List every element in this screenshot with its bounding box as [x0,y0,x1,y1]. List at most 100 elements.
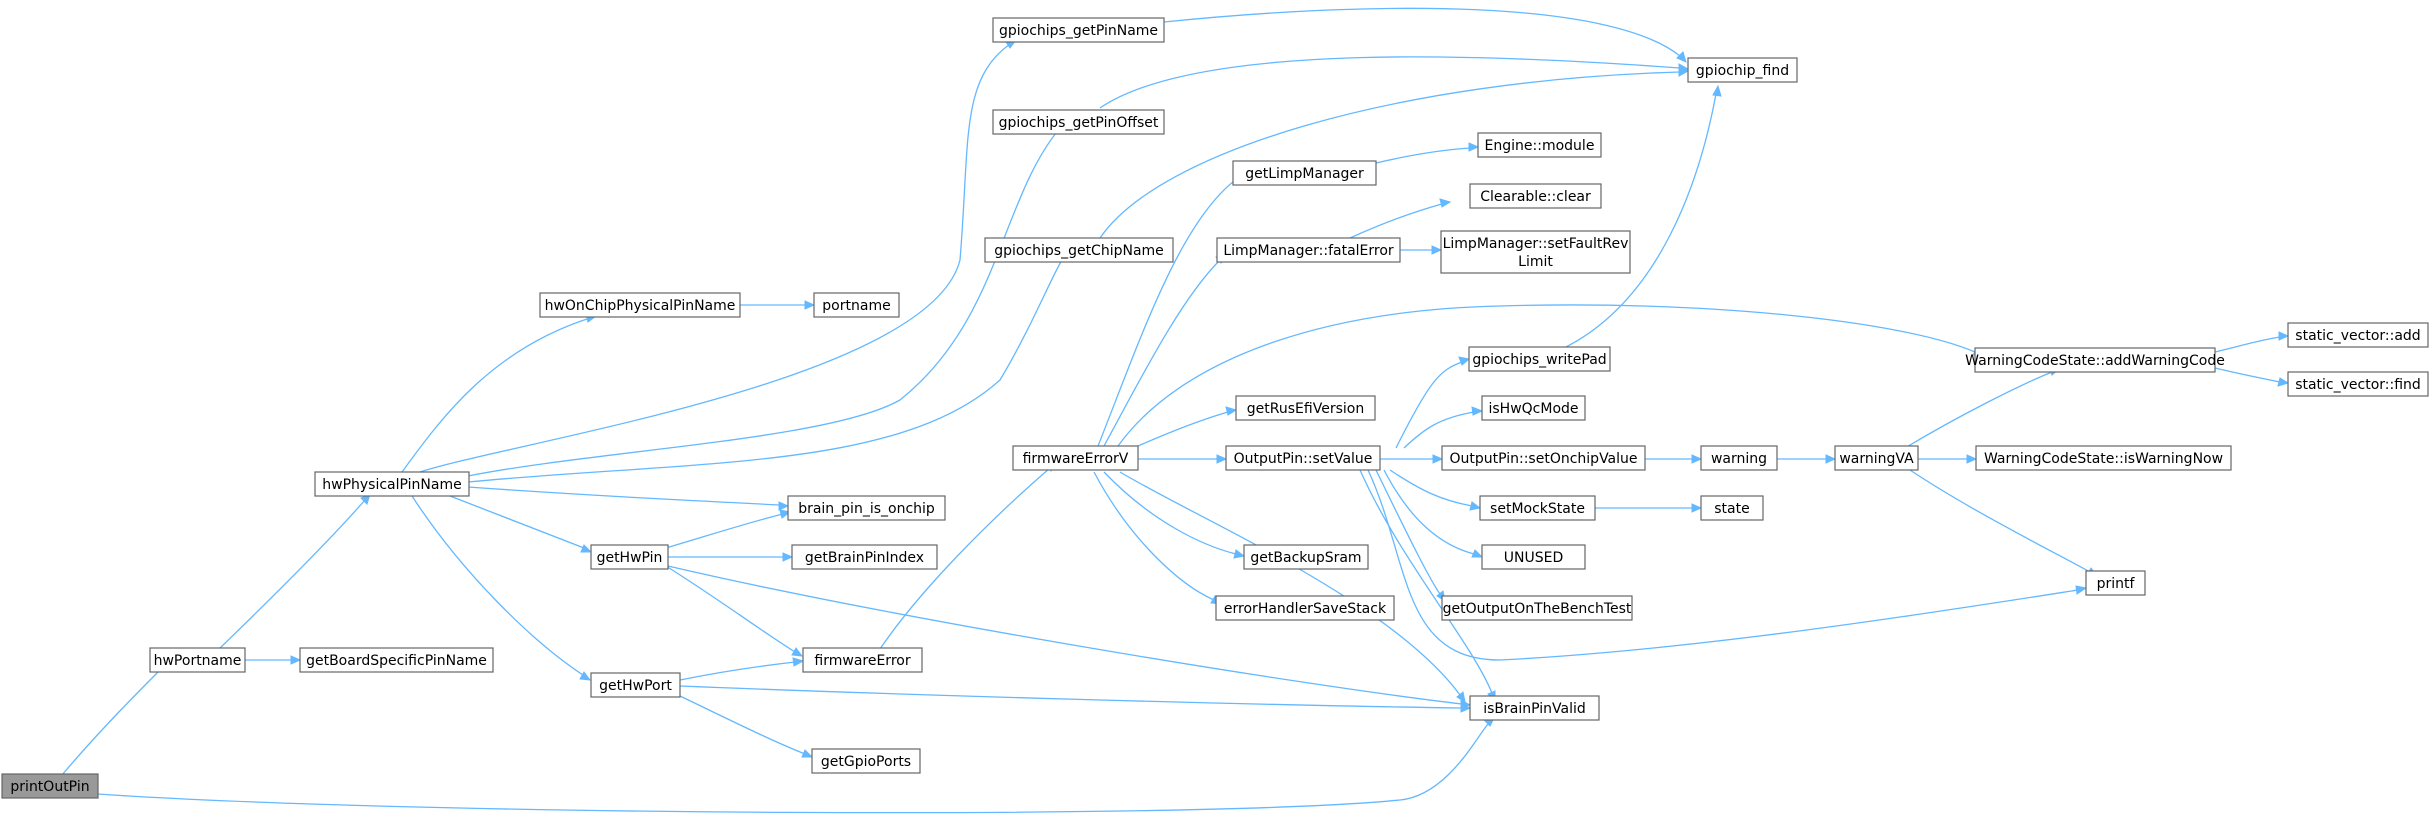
node-label: printOutPin [10,779,89,795]
edge-addWarningCode-static_vector_find [2214,367,2290,387]
node-label: state [1714,501,1749,517]
node-gpiochips_getPinName[interactable]: gpiochips_getPinName [992,17,1165,43]
node-warning[interactable]: warning [1700,445,1778,471]
node-label: OutputPin::setValue [1234,451,1373,467]
node-label: printf [2097,576,2136,592]
edge-OutputPin_setValue-UNUSED [1383,469,1484,558]
node-isHwQcMode[interactable]: isHwQcMode [1481,395,1586,421]
edge-hwOnChipPhysicalPinName-portname [740,300,816,310]
node-label: setMockState [1490,501,1585,517]
node-Clearable_clear[interactable]: Clearable::clear [1469,183,1602,209]
edge-getHwPin-firmwareError [665,565,804,657]
edge-printOutPin-isBrainPinValid [97,715,1497,814]
node-printOutPin[interactable]: printOutPin [1,773,99,799]
edge-getHwPort-isBrainPinValid [679,685,1472,713]
edge-getHwPin-isBrainPinValid [667,565,1472,709]
edge-getHwPin-getBrainPinIndex [668,552,794,562]
node-label: warningVA [1839,451,1914,467]
node-getBrainPinIndex[interactable]: getBrainPinIndex [791,544,938,570]
edge-hwPhysicalPinName-getHwPin [449,495,593,553]
node-WarningCodeState_addWarningCode[interactable]: WarningCodeState::addWarningCode [1965,347,2225,373]
node-label: getOutputOnTheBenchTest [1443,601,1632,617]
node-state[interactable]: state [1700,495,1764,521]
edge-setOnchipValue-warning [1645,454,1703,464]
node-brain_pin_is_onchip[interactable]: brain_pin_is_onchip [787,495,946,521]
node-label: getGpioPorts [821,754,911,770]
node-label: getBackupSram [1250,550,1361,566]
node-OutputPin_setOnchipValue[interactable]: OutputPin::setOnchipValue [1441,445,1646,471]
edge-firmwareErrorV-errorHandlerSaveStack [1093,471,1223,605]
node-label: hwOnChipPhysicalPinName [545,298,736,314]
node-warningVA[interactable]: warningVA [1834,445,1919,471]
node-printf[interactable]: printf [2085,570,2146,596]
node-gpiochips_writePad[interactable]: gpiochips_writePad [1468,346,1611,372]
node-label: firmwareError [814,653,910,669]
edge-printOutPin-hwPortname [61,655,175,776]
node-WarningCodeState_isWarningNow[interactable]: WarningCodeState::isWarningNow [1975,445,2232,471]
node-label: errorHandlerSaveStack [1224,601,1387,617]
edge-hwPhysicalPinName-brain_pin_is_onchip [467,486,790,511]
node-gpiochips_getPinOffset[interactable]: gpiochips_getPinOffset [992,109,1165,135]
node-label: hwPhysicalPinName [322,477,461,493]
node-label: firmwareErrorV [1023,451,1129,467]
node-getBackupSram[interactable]: getBackupSram [1243,544,1369,570]
node-label: getLimpManager [1245,166,1364,182]
node-label: LimpManager::fatalError [1223,243,1394,259]
edge-LimpManager_fatalError-Clearable_clear [1349,198,1452,239]
edge-OutputPin_setValue-isHwQcMode [1403,406,1484,449]
edges [61,7,2290,814]
node-label: getRusEfiVersion [1247,401,1364,417]
node-label: getHwPin [597,550,663,566]
node-errorHandlerSaveStack[interactable]: errorHandlerSaveStack [1215,595,1395,621]
node-label: static_vector::find [2295,377,2421,393]
edge-OutputPin_setValue-setMockState [1389,469,1482,511]
edge-gpiochips_getPinOffset-gpiochip_find [1099,56,1690,109]
node-label: warning [1711,451,1767,467]
edge-getHwPort-firmwareError [679,657,805,681]
node-isBrainPinValid[interactable]: isBrainPinValid [1469,695,1600,721]
edge-gpiochips_getPinName-gpiochip_find [1163,7,1687,63]
edge-LimpManager_fatalError-setFaultRevLimit [1400,245,1443,255]
node-firmwareErrorV[interactable]: firmwareErrorV [1012,445,1139,471]
node-gpiochips_getChipName[interactable]: gpiochips_getChipName [984,237,1174,263]
edge-hwPortname-getBoardSpecificPinName [245,655,302,665]
edge-gpiochips_getChipName-gpiochip_find [1099,67,1690,239]
node-setMockState[interactable]: setMockState [1479,495,1596,521]
node-OutputPin_setValue[interactable]: OutputPin::setValue [1225,445,1381,471]
node-static_vector_add[interactable]: static_vector::add [2287,322,2429,348]
node-getRusEfiVersion[interactable]: getRusEfiVersion [1235,395,1376,421]
edge-hwPortname-hwPhysicalPinName [217,493,371,651]
edge-hwPhysicalPinName-hwOnChipPhysicalPinName [401,313,598,473]
node-label: getBoardSpecificPinName [306,653,487,669]
node-LimpManager_fatalError[interactable]: LimpManager::fatalError [1216,237,1401,263]
node-hwPhysicalPinName[interactable]: hwPhysicalPinName [314,471,470,497]
node-portname[interactable]: portname [813,292,900,318]
edge-hwPhysicalPinName-getHwPort [411,495,592,681]
node-UNUSED[interactable]: UNUSED [1481,544,1586,570]
node-label: gpiochips_getPinOffset [999,115,1159,131]
node-label: brain_pin_is_onchip [798,501,935,517]
node-label: isBrainPinValid [1483,701,1586,717]
node-getLimpManager[interactable]: getLimpManager [1232,160,1377,186]
edge-hwPhysicalPinName-gpiochips_getChipName [467,249,1069,483]
node-getHwPin[interactable]: getHwPin [590,544,669,570]
node-hwPortname[interactable]: hwPortname [149,647,246,673]
node-getHwPort[interactable]: getHwPort [590,672,681,698]
edge-getHwPort-getGpioPorts [679,695,814,758]
node-static_vector_find[interactable]: static_vector::find [2287,371,2429,397]
node-getBoardSpecificPinName[interactable]: getBoardSpecificPinName [299,647,494,673]
node-hwOnChipPhysicalPinName[interactable]: hwOnChipPhysicalPinName [539,292,741,318]
node-firmwareError[interactable]: firmwareError [802,647,923,673]
edge-OutputPin_setValue-printf [1367,469,2088,661]
node-label: getHwPort [599,678,672,694]
edge-firmwareErrorV-isBrainPinValid [1119,471,1466,704]
node-label-line2: Limit [1518,254,1553,270]
edge-warningVA-printf [1909,469,2099,577]
node-getOutputOnTheBenchTest[interactable]: getOutputOnTheBenchTest [1441,595,1633,621]
edge-firmwareErrorV-OutputPin_setValue [1138,454,1228,464]
node-LimpManager_setFaultRevLimit[interactable]: LimpManager::setFaultRev Limit [1440,230,1631,274]
edge-OutputPin_setValue-setOnchipValue [1380,454,1444,464]
node-Engine_module[interactable]: Engine::module [1477,132,1602,158]
node-gpiochip_find[interactable]: gpiochip_find [1687,57,1798,83]
node-getGpioPorts[interactable]: getGpioPorts [811,748,921,774]
